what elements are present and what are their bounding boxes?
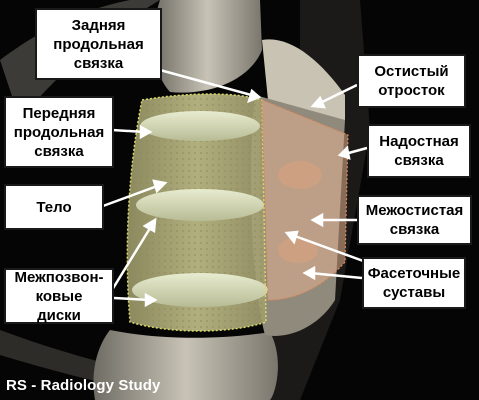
disc-3: [132, 273, 268, 307]
posterior-ligament-region: [261, 99, 349, 301]
pointer-arrows: [102, 68, 368, 308]
rib-shape-left: [0, 0, 160, 120]
lower-vertebra: [93, 330, 278, 400]
anterior-column: [126, 93, 268, 332]
disc-2: [136, 189, 264, 221]
disc-1: [140, 111, 260, 141]
label-supraspinous-ligament: Надостная связка: [367, 124, 471, 178]
label-intervertebral-discs: Межпозвон- ковые диски: [4, 268, 114, 324]
label-anterior-longitudinal-ligament: Передняя продольная связка: [4, 96, 114, 168]
watermark: RS - Radiology Study: [6, 377, 161, 394]
label-interspinous-ligament: Межостистая связка: [357, 195, 472, 245]
upper-vertebra: [153, 0, 262, 93]
label-vertebral-body: Тело: [4, 184, 104, 230]
label-facet-joints: Фасеточные суставы: [362, 257, 466, 309]
label-spinous-process: Остистый отросток: [357, 54, 466, 108]
label-posterior-longitudinal-ligament: Задняя продольная связка: [35, 8, 162, 80]
